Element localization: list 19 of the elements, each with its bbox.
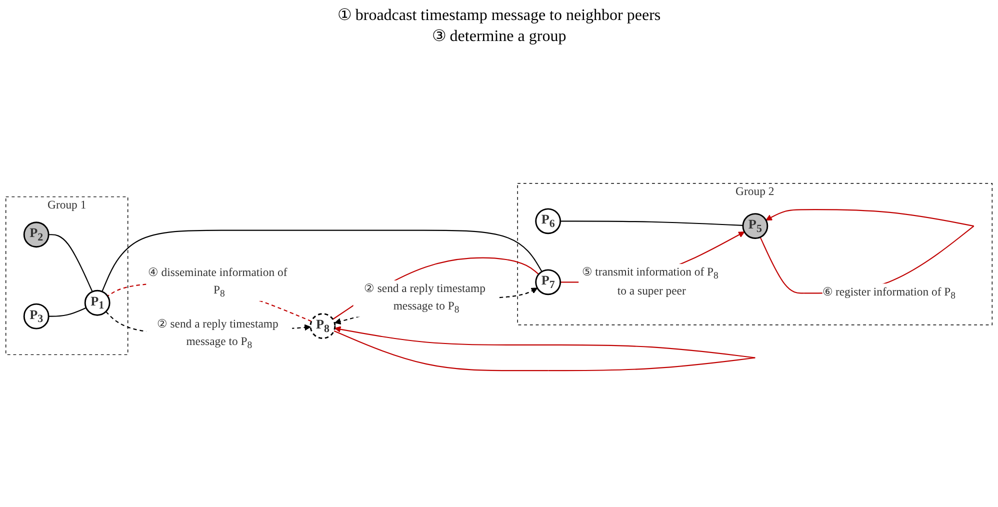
edge-label: ④ disseminate information of P$_{8}$ [148,266,288,299]
step-note: ③ determine a group [430,27,568,46]
edge-label: ⑥ register information of P$_{8}$ [822,286,956,301]
node-circle: P$_{1}$ [84,290,110,316]
step-note: ① broadcast timestamp message to neighbor peers [336,6,662,25]
node-circle: P$_{6}$ [535,208,562,234]
connector [48,234,93,292]
arrow [334,326,756,372]
node-circle: P$_{2}$ [23,222,50,248]
connector [48,307,86,317]
node-circle: P$_{8}$ [310,313,336,340]
node-circle: P$_{5}$ [742,213,768,239]
edge-label: ⑤ transmit information of P$_{8}$ to a super peer [582,266,718,298]
connector [560,220,743,226]
node-circle: P$_{3}$ [23,303,50,330]
connector [102,230,542,292]
node-circle: P$_{7}$ [535,269,562,296]
edge-label: ② send a reply timestamp message to P$_{8}$ [157,318,278,350]
edge-label: ② send a reply timestamp message to P$_{8}$ [364,282,486,315]
